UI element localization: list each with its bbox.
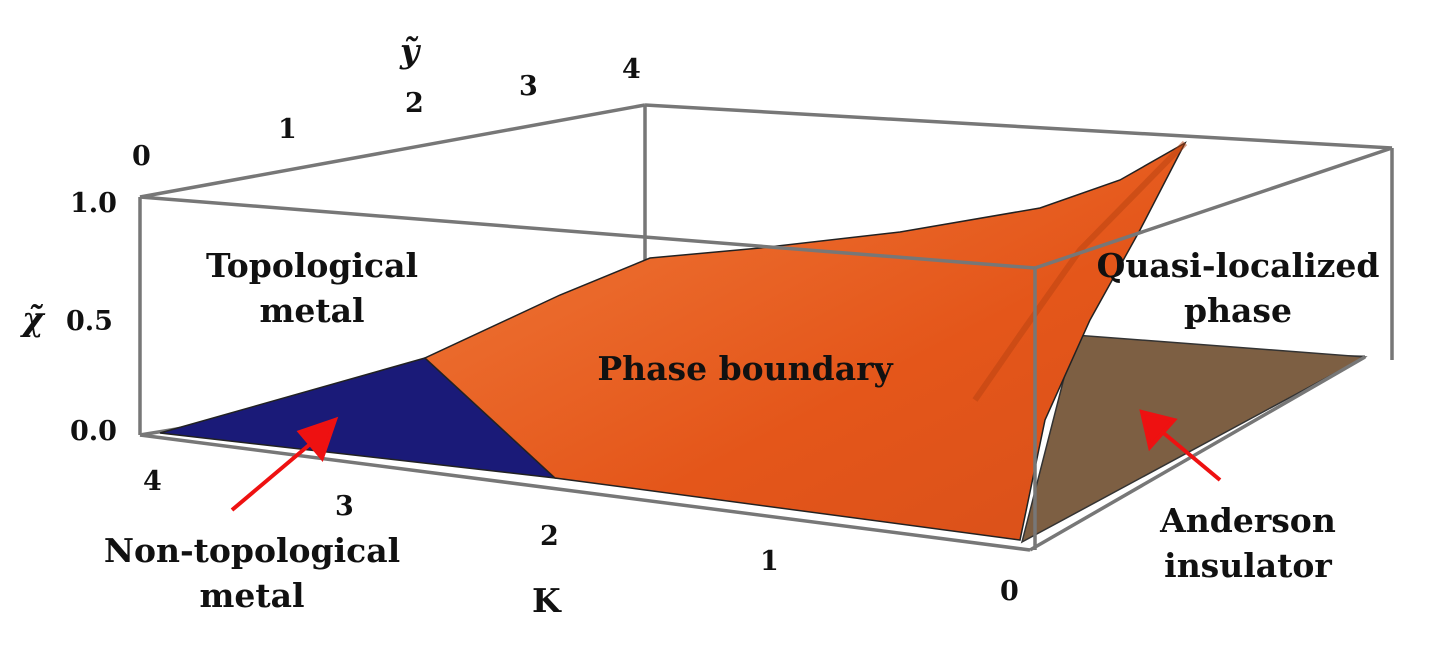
box-edge <box>1034 146 1393 270</box>
quasi-label-2: phase <box>1184 291 1292 330</box>
anderson-label-2: insulator <box>1164 546 1332 585</box>
nontop-arrowhead <box>296 416 339 462</box>
chi-tick-0: 0.0 <box>70 416 117 447</box>
topological-label-2: metal <box>259 291 364 330</box>
y-axis-label: ỹ <box>399 31 422 70</box>
box-edge <box>139 195 1036 270</box>
chi-axis-label: χ̃ <box>20 299 46 338</box>
anderson-arrow <box>1158 428 1222 482</box>
nontop-arrow <box>230 438 317 512</box>
box-edge <box>139 103 646 199</box>
box-edge <box>1029 355 1366 552</box>
nontop-label-2: metal <box>199 576 304 615</box>
anderson-arrowhead <box>1139 409 1178 452</box>
phase-boundary-label: Phase boundary <box>597 349 893 388</box>
box-edge <box>644 103 1393 150</box>
y-tick-4: 4 <box>622 54 641 85</box>
k-tick-3: 3 <box>335 491 354 522</box>
y-tick-0: 0 <box>132 141 151 172</box>
chi-tick-1: 1.0 <box>70 188 117 219</box>
k-tick-4: 4 <box>143 466 162 497</box>
y-tick-3: 3 <box>519 71 538 102</box>
surface-fold <box>972 140 1188 402</box>
quasi-label-1: Quasi-localized <box>1097 246 1380 285</box>
k-tick-0: 0 <box>1000 576 1019 607</box>
anderson-label-1: Anderson <box>1159 501 1336 540</box>
k-axis-label: K <box>532 581 562 620</box>
phase-boundary-surface <box>423 141 1187 541</box>
anderson-region <box>1020 334 1368 544</box>
box-edge <box>139 433 1031 552</box>
nontop-label-1: Non-topological <box>104 531 400 570</box>
topological-label-1: Topological <box>206 246 418 285</box>
k-tick-1: 1 <box>760 546 779 577</box>
chi-tick-05: 0.5 <box>66 306 113 337</box>
y-tick-1: 1 <box>278 114 297 145</box>
k-tick-2: 2 <box>540 521 559 552</box>
y-tick-2: 2 <box>405 88 424 119</box>
